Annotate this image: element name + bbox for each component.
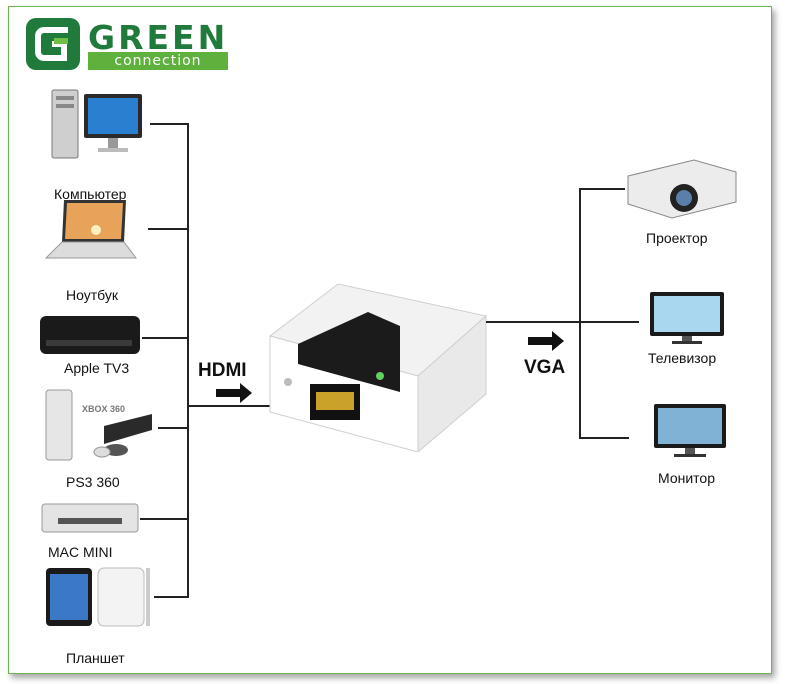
- vga-label: VGA: [524, 357, 566, 378]
- apple-tv-icon: [40, 316, 140, 354]
- arrow-right-icon: [216, 383, 252, 403]
- television-icon: [650, 292, 724, 344]
- computer-icon: [51, 89, 142, 159]
- laptop-icon: [44, 200, 137, 259]
- monitor-icon: [654, 404, 726, 457]
- connector-mac-mini: [140, 518, 188, 520]
- output-line: [486, 321, 580, 323]
- tablet-icon: [46, 567, 150, 627]
- source-label-laptop: Ноутбук: [66, 287, 118, 303]
- source-label-tablet: Планшет: [66, 650, 125, 666]
- source-label-computer: Компьютер: [54, 186, 127, 202]
- source-label-mac-mini: MAC MINI: [48, 544, 113, 560]
- connector-projector: [579, 188, 625, 190]
- logo-tagline: connection: [88, 52, 228, 70]
- connector-monitor: [579, 437, 629, 439]
- destination-label-monitor: Монитор: [658, 470, 715, 486]
- connector-apple-tv: [142, 337, 188, 339]
- hdmi-label: HDMI: [198, 360, 247, 381]
- source-bus-line: [187, 123, 189, 598]
- green-connection-logo-icon: [26, 18, 80, 70]
- destination-bus-line: [579, 188, 581, 438]
- xbox-360-badge: XBOX 360: [82, 404, 126, 414]
- connector-tv: [579, 321, 639, 323]
- input-line: [187, 405, 295, 407]
- connector-computer: [150, 123, 188, 125]
- projector-icon: [627, 159, 737, 219]
- destination-label-projector: Проектор: [646, 230, 708, 246]
- connector-ps3: [158, 427, 188, 429]
- hdmi-to-vga-converter-icon: [268, 283, 488, 452]
- connector-laptop: [148, 228, 188, 230]
- logo-wordmark: GREEN: [88, 18, 229, 57]
- source-label-ps3-360: PS3 360: [66, 474, 120, 490]
- connector-tablet: [154, 596, 188, 598]
- arrow-right-icon: [528, 331, 564, 351]
- destination-label-tv: Телевизор: [648, 350, 717, 366]
- mac-mini-icon: [41, 503, 139, 533]
- source-label-apple-tv: Apple TV3: [64, 360, 130, 376]
- game-console-icon: [45, 389, 152, 461]
